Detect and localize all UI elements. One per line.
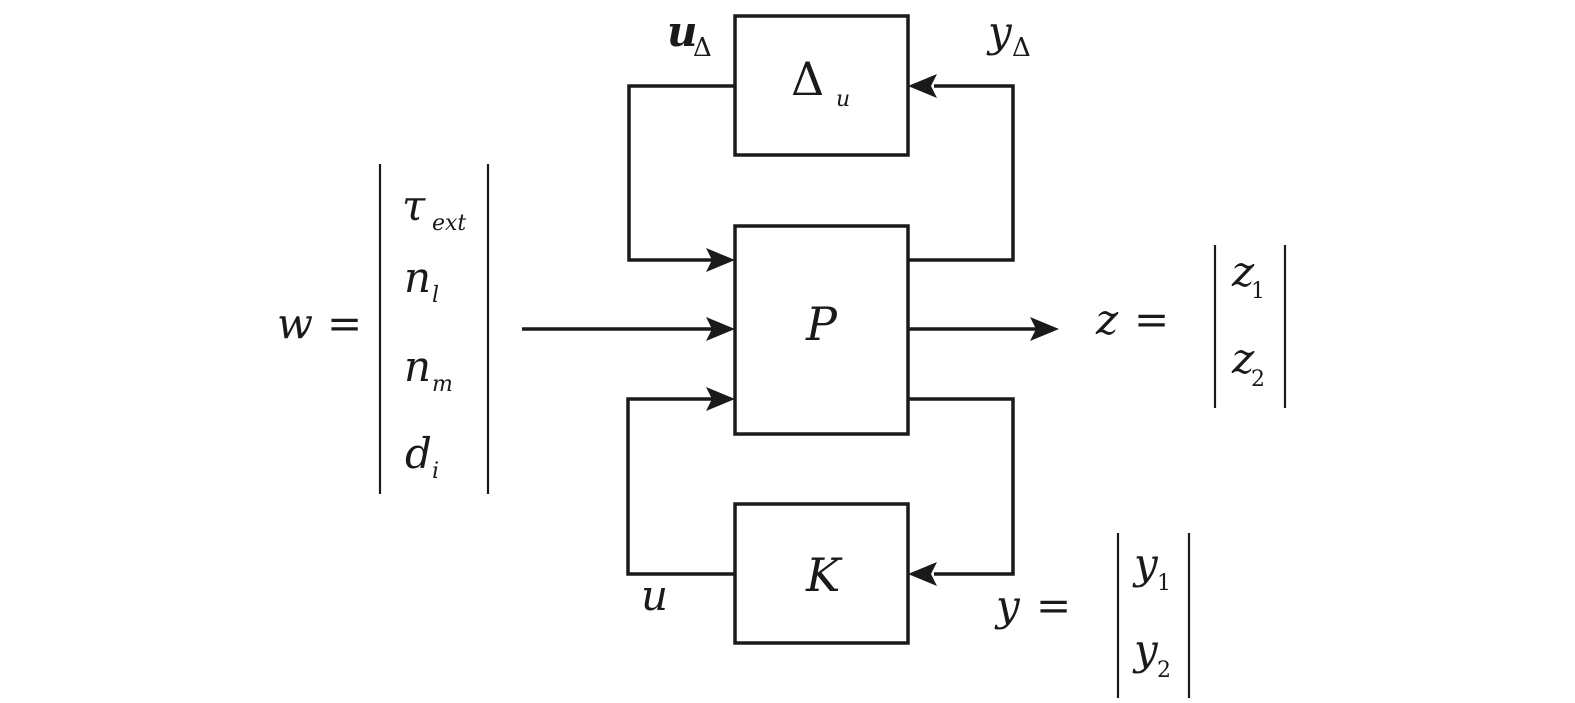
z-entry-2-subscript: 2: [1251, 367, 1265, 392]
u-arrowhead: [706, 387, 735, 411]
y-vector-equals: =: [1036, 581, 1071, 630]
z-vector-name: z: [1095, 295, 1119, 344]
u-delta-arrowhead: [706, 248, 735, 272]
u-delta-label: u Δ: [667, 7, 712, 63]
z-vector-equals: =: [1134, 295, 1169, 344]
u-label: u: [641, 571, 668, 620]
plant-block: P: [733, 224, 910, 436]
controller-block-symbol: K: [805, 548, 843, 602]
u-delta-wire: [627, 84, 735, 262]
y-delta-symbol: y: [986, 7, 1013, 56]
w-vector-name: w: [277, 299, 313, 348]
z-vector: z = z 1 z 2: [1095, 245, 1287, 408]
w-vector: w = τ ext n l n m d i: [277, 164, 490, 494]
z-output-arrowhead: [1030, 317, 1059, 341]
z-entry-1-subscript: 1: [1251, 279, 1265, 304]
z-entry-1: z: [1231, 247, 1255, 296]
y-vector: y = y 1 y 2: [994, 533, 1191, 698]
z-entry-2: z: [1231, 334, 1255, 383]
y-entry-2-subscript: 2: [1157, 658, 1171, 683]
u-wire: [626, 397, 735, 576]
u-delta-subscript: Δ: [693, 33, 712, 63]
delta-block-symbol: Δ: [791, 52, 824, 106]
w-entry-di-subscript: i: [432, 459, 439, 484]
w-input-arrowhead: [706, 317, 735, 341]
y-delta-label: y Δ: [986, 7, 1031, 63]
w-entry-nl: n: [404, 253, 431, 302]
y-delta-subscript: Δ: [1012, 33, 1031, 63]
w-entry-nm-subscript: m: [432, 372, 453, 397]
delta-block-frame: [733, 14, 910, 157]
plant-block-frame: [733, 224, 910, 436]
plant-block-symbol: P: [805, 297, 838, 351]
y-entry-1-subscript: 1: [1157, 571, 1171, 596]
delta-block: Δ u: [733, 14, 910, 157]
y-vector-name: y: [994, 581, 1021, 630]
w-entry-nm: n: [404, 342, 431, 391]
y-arrowhead: [908, 562, 937, 586]
w-entry-di: d: [405, 429, 432, 478]
controller-block-frame: [733, 502, 910, 645]
w-entry-nl-subscript: l: [432, 283, 439, 308]
y-delta-wire: [908, 84, 1015, 262]
y-entry-2: y: [1132, 625, 1159, 674]
w-vector-equals: =: [327, 299, 362, 348]
delta-block-subscript: u: [836, 87, 850, 112]
y-entry-1: y: [1132, 539, 1159, 588]
w-entry-tau: τ: [402, 181, 426, 230]
controller-block: K: [733, 502, 910, 645]
u-delta-symbol: u: [667, 7, 698, 56]
y-wire: [908, 397, 1015, 576]
w-entry-tau-subscript: ext: [432, 211, 466, 236]
y-delta-arrowhead: [908, 74, 937, 98]
